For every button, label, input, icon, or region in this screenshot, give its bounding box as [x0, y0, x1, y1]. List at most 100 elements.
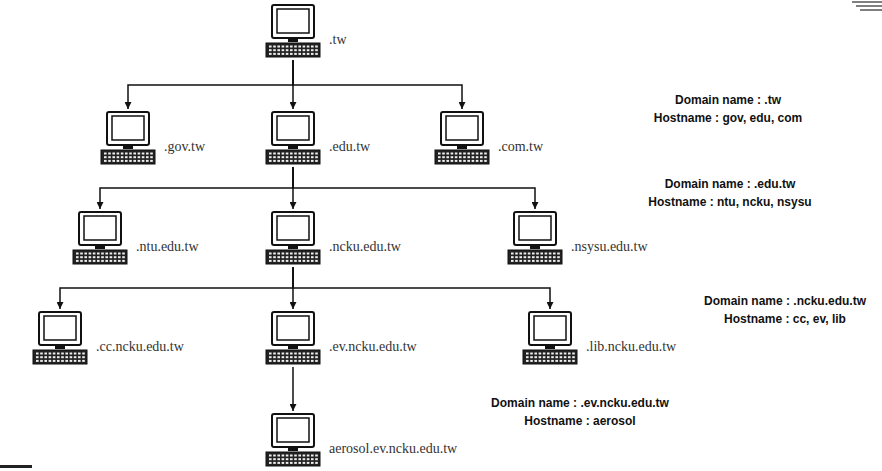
keyboard-key — [307, 156, 310, 158]
keyboard-key — [484, 153, 487, 155]
keyboard-key — [303, 360, 306, 362]
keyboard-key — [290, 260, 293, 262]
computer-node: .ncku.edu.tw — [263, 210, 401, 266]
keyboard-key — [84, 260, 87, 262]
keyboard-key — [70, 360, 73, 362]
keyboard — [523, 350, 577, 364]
keyboard-key — [282, 46, 285, 48]
keyboard-key — [530, 360, 533, 362]
keyboard-key — [315, 455, 318, 457]
keyboard-key — [282, 253, 285, 255]
keyboard-key — [463, 160, 466, 162]
annotation-label: Domain name : .edu.tw — [665, 177, 796, 191]
keyboard-key — [290, 455, 293, 457]
keyboard-key — [282, 260, 285, 262]
keyboard-key — [286, 49, 289, 51]
keyboard-key — [44, 353, 47, 355]
keyboard-key — [74, 353, 77, 355]
keyboard-key — [303, 153, 306, 155]
keyboard-key — [467, 156, 470, 158]
keyboard-key — [524, 260, 527, 262]
keyboard-key — [540, 253, 543, 255]
keyboard-key — [539, 356, 542, 358]
keyboard-key — [269, 455, 272, 457]
keyboard-key — [104, 153, 107, 155]
keyboard-key — [307, 49, 310, 51]
keyboard-key — [65, 353, 68, 355]
keyboard-key — [282, 360, 285, 362]
keyboard-key — [133, 160, 136, 162]
computer-node: .ntu.edu.tw — [70, 210, 199, 266]
monitor-case — [529, 312, 571, 345]
keyboard-key — [82, 360, 85, 362]
keyboard-key — [277, 462, 280, 464]
keyboard-key — [307, 360, 310, 362]
keyboard-key — [286, 253, 289, 255]
keyboard-key — [290, 49, 293, 51]
keyboard-key — [105, 260, 108, 262]
keyboard-key — [138, 153, 141, 155]
keyboard-key — [76, 256, 79, 258]
keyboard-key — [57, 360, 60, 362]
keyboard-key — [311, 458, 314, 460]
keyboard-key — [438, 156, 441, 158]
monitor-screen — [534, 316, 566, 340]
computer-node: aerosol.ev.ncku.edu.tw — [263, 412, 457, 468]
keyboard-key — [129, 160, 132, 162]
keyboard-key — [122, 253, 125, 255]
tree-connector — [60, 267, 293, 309]
keyboard-key — [549, 253, 552, 255]
keyboard-key — [282, 49, 285, 51]
keyboard-key — [273, 353, 276, 355]
keyboard-key — [315, 256, 318, 258]
keyboard-key — [303, 256, 306, 258]
keyboard-key — [463, 153, 466, 155]
keyboard-key — [438, 153, 441, 155]
keyboard-key — [117, 160, 120, 162]
keyboard-key — [273, 49, 276, 51]
corner-line — [856, 5, 882, 7]
keyboard-key — [286, 353, 289, 355]
keyboard-key — [303, 253, 306, 255]
computer-icon — [98, 110, 158, 166]
keyboard-key — [142, 160, 145, 162]
keyboard — [435, 150, 489, 164]
keyboard-key — [97, 256, 100, 258]
keyboard-key — [277, 253, 280, 255]
computer-icon — [505, 210, 565, 266]
keyboard-key — [269, 53, 272, 55]
monitor-stand — [55, 345, 65, 349]
keyboard-key — [511, 256, 514, 258]
keyboard-key — [76, 260, 79, 262]
keyboard-key — [511, 253, 514, 255]
keyboard-key — [57, 356, 60, 358]
domain-label: .gov.tw — [164, 110, 205, 155]
keyboard-key — [568, 360, 571, 362]
monitor-stand — [288, 245, 298, 249]
keyboard-key — [467, 160, 470, 162]
keyboard-key — [273, 153, 276, 155]
keyboard-key — [555, 360, 558, 362]
keyboard-key — [118, 256, 121, 258]
domain-label: .nsysu.edu.tw — [571, 210, 648, 255]
keyboard-key — [572, 356, 575, 358]
keyboard-key — [290, 253, 293, 255]
keyboard-key — [532, 256, 535, 258]
keyboard-key — [298, 46, 301, 48]
keyboard-key — [89, 260, 92, 262]
keyboard-key — [294, 360, 297, 362]
keyboard-key — [290, 46, 293, 48]
keyboard-key — [49, 360, 52, 362]
keyboard-key — [49, 356, 52, 358]
monitor-case — [272, 312, 314, 345]
keyboard-key — [446, 153, 449, 155]
keyboard-key — [526, 360, 529, 362]
keyboard-key — [286, 160, 289, 162]
keyboard-key — [480, 160, 483, 162]
domain-label: .com.tw — [498, 110, 543, 155]
keyboard-key — [112, 156, 115, 158]
monitor-screen — [446, 116, 478, 140]
keyboard-key — [315, 253, 318, 255]
keyboard-key — [307, 458, 310, 460]
keyboard-key — [97, 253, 100, 255]
